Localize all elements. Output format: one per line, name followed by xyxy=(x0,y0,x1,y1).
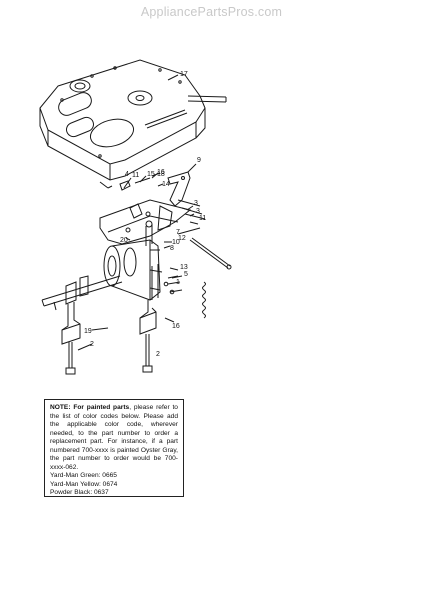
callout-labels: 17 9 11 15 16 14 18 4 3 3 11 20 10 8 12 … xyxy=(84,71,206,358)
callout-14: 14 xyxy=(162,181,170,188)
lower-brackets xyxy=(61,264,175,375)
color-code-yellow: Yard-Man Yellow: 0674 xyxy=(50,480,118,488)
callout-16: 16 xyxy=(157,169,165,176)
color-code-green: Yard-Man Green: 0665 xyxy=(50,472,117,479)
mounting-bracket xyxy=(99,199,206,245)
callout-13: 13 xyxy=(180,264,188,271)
callout-9: 9 xyxy=(197,157,201,164)
callout-3b: 3 xyxy=(196,208,200,215)
callout-5: 5 xyxy=(184,271,188,278)
callout-2b: 2 xyxy=(156,351,160,358)
watermark: AppliancePartsPros.com xyxy=(140,5,283,19)
callout-3a: 3 xyxy=(194,200,198,207)
callout-20: 20 xyxy=(120,237,128,244)
callout-4: 4 xyxy=(125,171,129,178)
note-bold: For painted parts xyxy=(73,404,130,411)
callout-17: 17 xyxy=(180,71,188,78)
callout-2a: 2 xyxy=(90,341,94,348)
callout-12: 12 xyxy=(178,235,186,242)
callout-7: 7 xyxy=(176,229,180,236)
color-code-black: Powder Black: 0637 xyxy=(50,489,109,496)
callout-16b: 16 xyxy=(172,323,180,330)
callout-15: 15 xyxy=(147,171,155,178)
leader-lines xyxy=(123,172,199,279)
callout-1: 1 xyxy=(176,279,180,286)
note-lead: NOTE: For painted parts, please refer to… xyxy=(50,404,178,471)
callout-19: 19 xyxy=(84,328,92,335)
transaxle xyxy=(41,220,232,319)
painted-parts-note: NOTE: For painted parts, please refer to… xyxy=(44,399,184,497)
callout-18: 18 xyxy=(157,171,165,178)
note-body: , please refer to the list of color code… xyxy=(50,404,178,471)
deck-plate xyxy=(39,59,227,181)
callout-8: 8 xyxy=(170,245,174,252)
callout-11: 11 xyxy=(132,172,139,179)
callout-11b: 11 xyxy=(199,215,206,222)
callout-10: 10 xyxy=(172,239,180,246)
